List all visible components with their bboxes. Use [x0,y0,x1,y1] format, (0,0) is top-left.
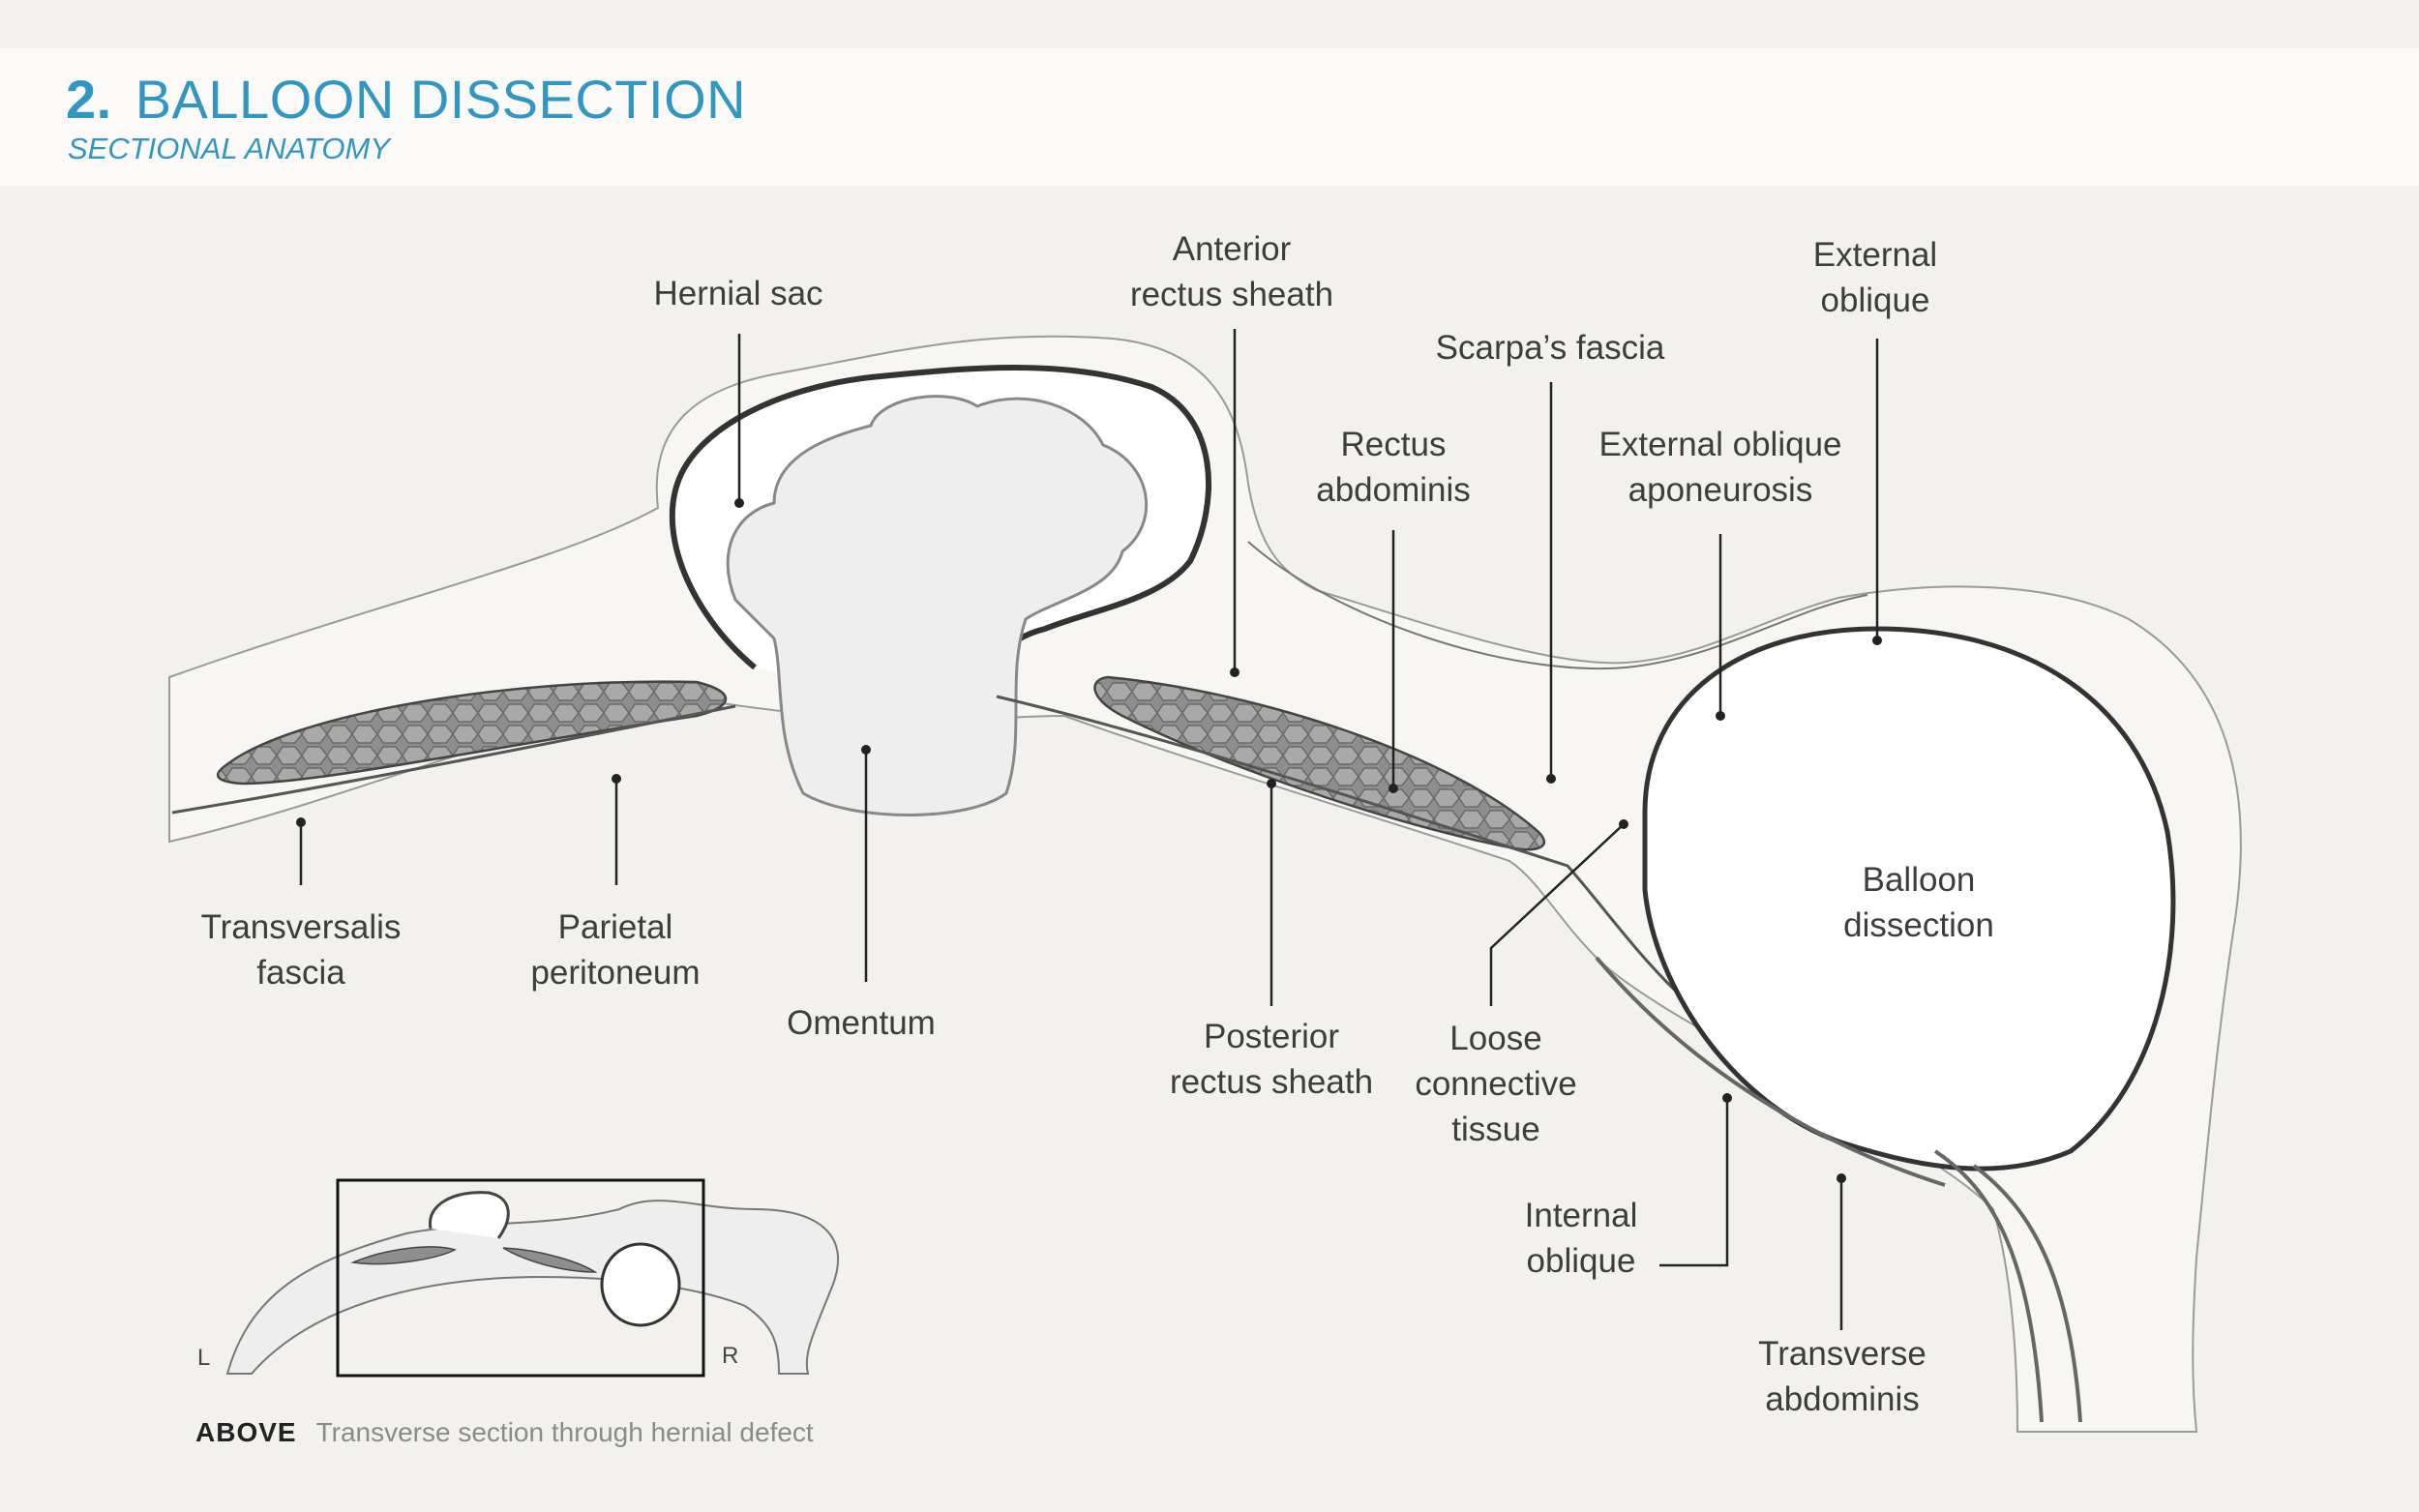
page-subtitle: SECTIONAL ANATOMY [68,132,391,165]
label-anterior-rectus-sheath: Anterior rectus sheath [1129,230,1334,313]
inset-left-muscle [350,1246,457,1265]
inset-right-muscle [502,1247,598,1273]
oblique-muscle-layers [1595,956,2082,1423]
figure-caption: ABOVE Transverse section through hernial … [195,1417,814,1448]
omentum [726,395,1149,816]
inset-right-marker: R [722,1343,739,1369]
label-external-oblique-aponeurosis: External oblique aponeurosis [1598,426,1842,509]
skin-outer-layer [1247,541,1868,669]
posterior-fascia-left [171,704,736,815]
section-title: BALLOON DISSECTION [134,69,747,130]
label-transverse-abdominis: Transverse abdominis [1758,1335,1926,1418]
inset-balloon [600,1242,681,1327]
abdominal-wall [168,335,2242,1433]
label-transversalis-fascia: Transversalis fascia [200,908,402,992]
section-number: 2. [66,69,112,130]
label-scarpas-fascia: Scarpa’s fascia [1435,329,1665,367]
label-parietal-peritoneum: Parietal peritoneum [530,908,701,992]
label-hernial-sac: Hernial sac [653,275,823,312]
label-rectus-abdominis: Rectus abdominis [1316,426,1471,509]
page-title: 2. BALLOON DISSECTION [66,68,746,131]
label-balloon-dissection: Balloon dissection [1843,861,1994,944]
label-posterior-rectus-sheath: Posterior rectus sheath [1169,1018,1374,1101]
label-loose-connective-tissue: Loose connective tissue [1415,1020,1577,1148]
leader-lines [299,329,1879,1330]
caption-key: ABOVE [195,1417,297,1447]
label-omentum: Omentum [787,1004,936,1042]
label-internal-oblique: Internal oblique [1524,1197,1638,1280]
caption-text: Transverse section through hernial defec… [315,1417,814,1447]
inset-hernia [429,1191,510,1239]
posterior-fascia-right [996,695,1704,1018]
inset-left-marker: L [197,1345,211,1371]
header-band: 2. BALLOON DISSECTION SECTIONAL ANATOMY [0,48,2419,186]
inset-locator [225,1178,839,1378]
inset-wall [225,1200,839,1375]
label-external-oblique: External oblique [1812,236,1938,319]
leader-dots [296,498,1882,1183]
inset-frame [336,1178,705,1378]
